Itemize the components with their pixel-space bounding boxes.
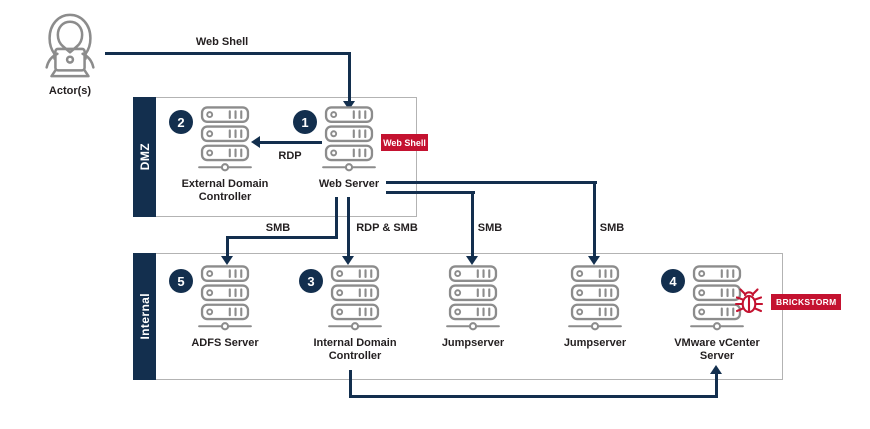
edge-web-server-to-adfs-line-v1 <box>335 197 338 239</box>
node-label-jumpserver-2: Jumpserver <box>563 337 627 349</box>
edge-actor-to-web-server-line-v <box>348 52 351 102</box>
step-badge-5: 5 <box>169 269 193 293</box>
server-icon <box>322 106 376 173</box>
arrow-left-icon <box>251 136 260 148</box>
server-icon <box>198 265 252 332</box>
edge-web-server-to-adfs-line-h <box>226 236 338 239</box>
node-label-external-domain-controller: External Domain Controller <box>181 178 269 203</box>
server-icon <box>328 265 382 332</box>
edge-label-rdp-smb: RDP & SMB <box>356 222 418 234</box>
node-label-adfs-server: ADFS Server <box>191 337 259 349</box>
node-vmware-vcenter-server: 4 VMware vCenter Server <box>657 265 777 363</box>
step-badge-1: 1 <box>293 110 317 134</box>
node-internal-domain-controller: 3 Internal Domain Controller <box>295 265 415 363</box>
edge-label-rdp: RDP <box>278 150 302 162</box>
edge-web-server-to-jumpserver1-line-h <box>386 191 475 194</box>
edge-web-server-to-jumpserver1-line-v <box>471 191 474 257</box>
edge-web-server-to-adfs-line-v2 <box>226 236 229 257</box>
node-label-internal-domain-controller: Internal Domain Controller <box>313 337 397 362</box>
actor-label: Actor(s) <box>48 85 92 97</box>
actor-icon <box>45 13 95 78</box>
server-icon <box>198 106 252 173</box>
zone-internal-strip: Internal <box>133 253 156 380</box>
edge-label-smb-adfs: SMB <box>265 222 291 234</box>
zone-internal-label: Internal <box>137 293 152 340</box>
node-adfs-server: 5 ADFS Server <box>165 265 285 350</box>
arrow-up-icon <box>710 365 722 374</box>
node-label-jumpserver-1: Jumpserver <box>441 337 505 349</box>
arrow-down-icon <box>342 256 354 265</box>
edge-web-server-to-jumpserver2-line-v <box>593 181 596 257</box>
node-web-server: 1 Web Server <box>289 106 409 191</box>
arrow-down-icon <box>221 256 233 265</box>
server-icon <box>446 265 500 332</box>
edge-web-server-to-internal-dc-line <box>347 197 350 257</box>
zone-dmz-strip: DMZ <box>133 97 156 217</box>
arrow-down-icon <box>343 101 355 110</box>
server-icon <box>568 265 622 332</box>
edge-label-web-shell: Web Shell <box>195 36 249 48</box>
node-external-domain-controller: 2 External Domain Controller <box>165 106 285 204</box>
edge-web-server-to-external-dc-line <box>260 141 322 144</box>
edge-actor-to-web-server-line-h <box>105 52 351 55</box>
web-shell-badge: Web Shell <box>381 134 428 151</box>
node-jumpserver-1: Jumpserver <box>413 265 533 350</box>
edge-web-server-to-jumpserver2-line-h <box>386 181 597 184</box>
step-badge-4: 4 <box>661 269 685 293</box>
node-label-web-server: Web Server <box>318 178 380 190</box>
arrow-down-icon <box>466 256 478 265</box>
node-jumpserver-2: Jumpserver <box>535 265 655 350</box>
edge-label-smb-jumpserver1: SMB <box>477 222 503 234</box>
node-label-vmware-vcenter-server: VMware vCenter Server <box>674 337 760 362</box>
zone-dmz-label: DMZ <box>137 143 152 171</box>
arrow-down-icon <box>588 256 600 265</box>
step-badge-3: 3 <box>299 269 323 293</box>
actor-node: Actor(s) <box>30 12 110 97</box>
brickstorm-badge: BRICKSTORM <box>771 294 842 310</box>
edge-label-smb-jumpserver2: SMB <box>599 222 625 234</box>
step-badge-2: 2 <box>169 110 193 134</box>
edge-internal-dc-to-vcenter-line-v1 <box>349 370 352 398</box>
edge-internal-dc-to-vcenter-line-v2 <box>715 374 718 398</box>
server-icon <box>690 265 744 332</box>
edge-internal-dc-to-vcenter-line-h <box>349 395 718 398</box>
malware-bug-icon <box>734 288 764 314</box>
